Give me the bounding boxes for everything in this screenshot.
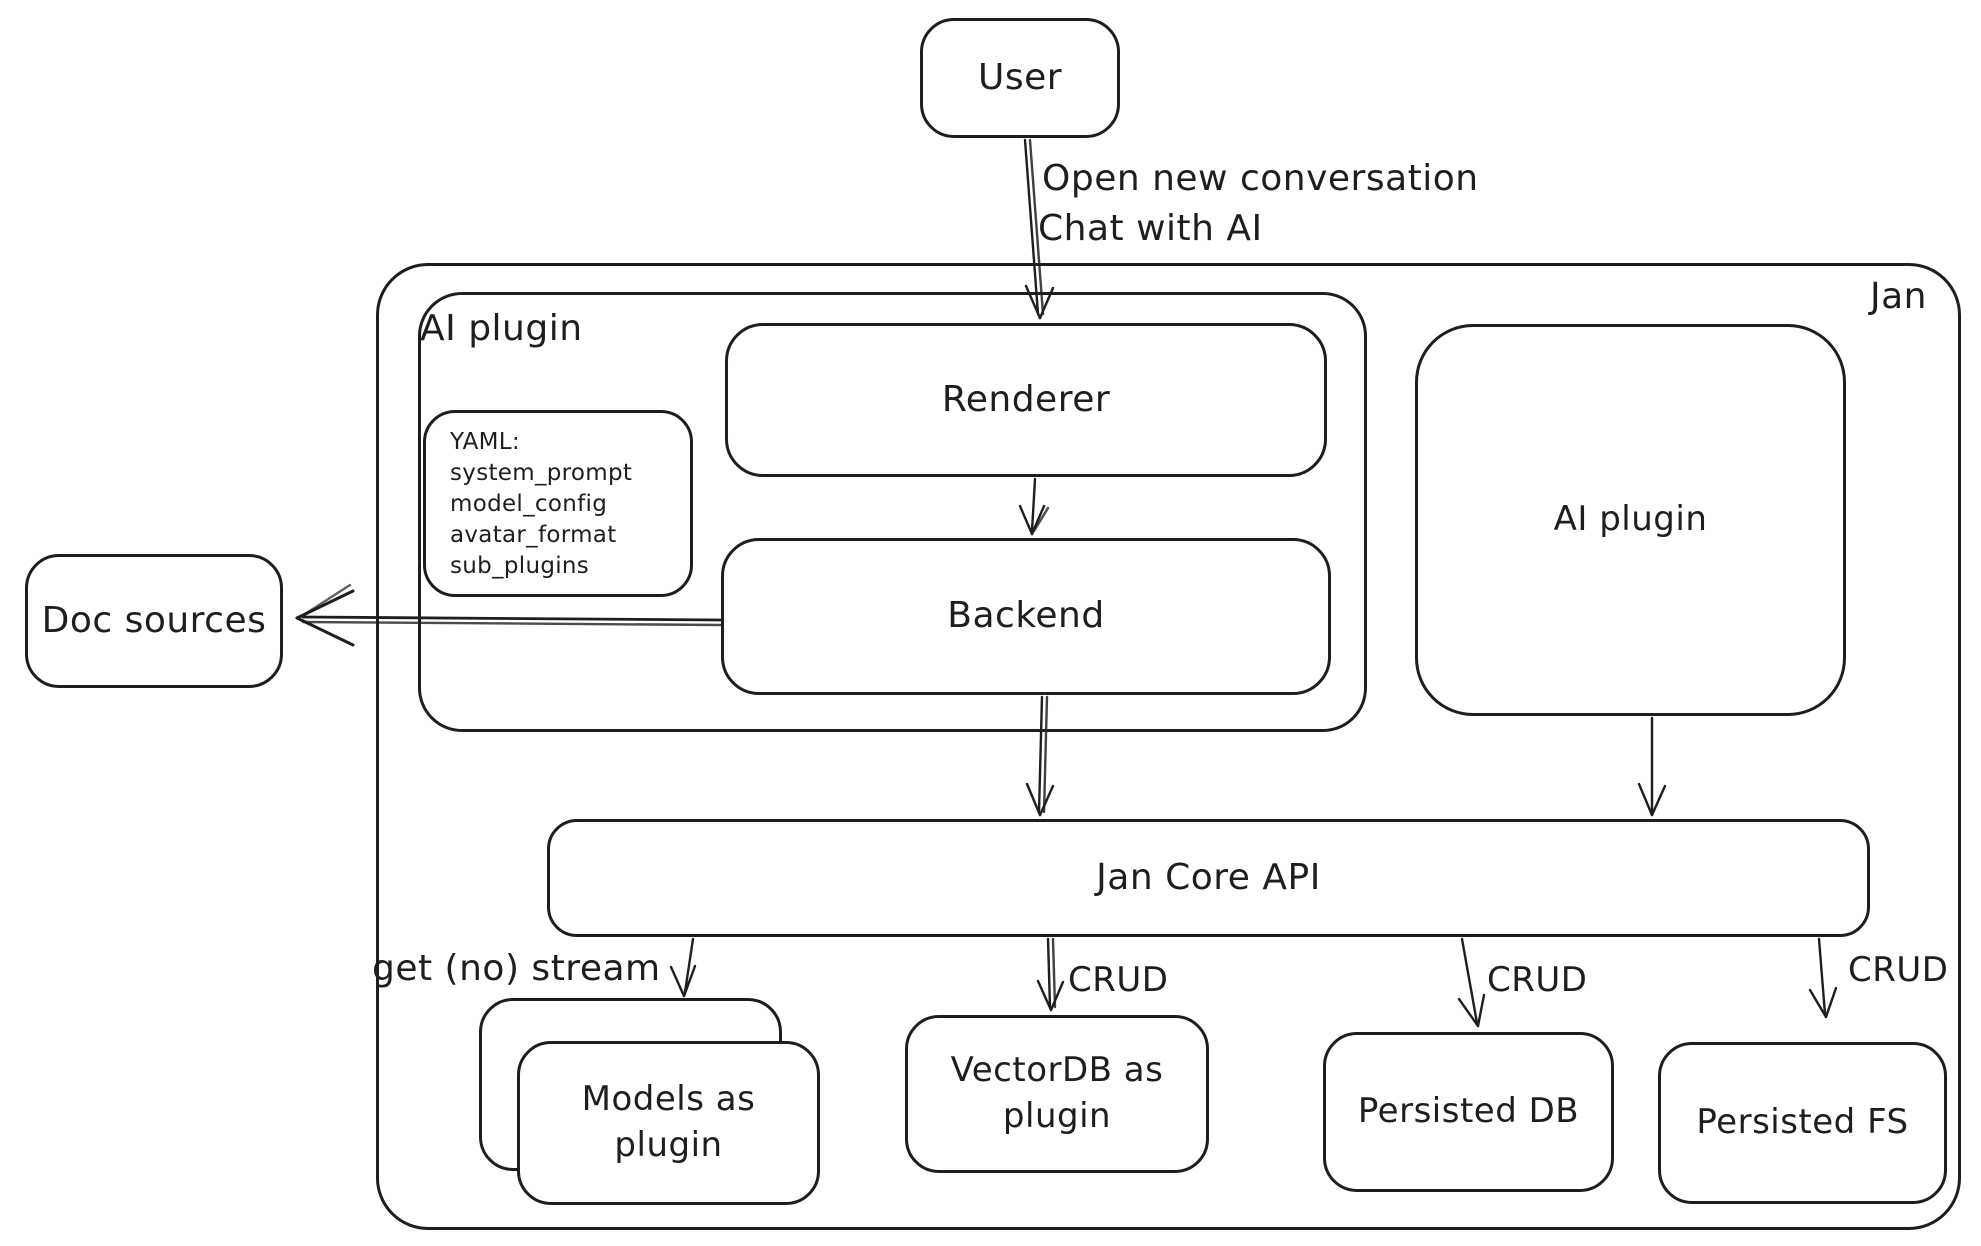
yaml-note: YAML: system_prompt model_config avatar_… xyxy=(423,410,693,597)
persisted-db-node: Persisted DB xyxy=(1323,1032,1614,1192)
persisted-db-node-label: Persisted DB xyxy=(1357,1091,1580,1132)
backend-node-label: Backend xyxy=(947,595,1105,637)
yaml-line: system_prompt xyxy=(450,460,633,486)
models-node: Models as plugin xyxy=(517,1041,820,1205)
ai-plugin-node: AI plugin xyxy=(1415,324,1846,716)
persisted-fs-node: Persisted FS xyxy=(1658,1042,1947,1204)
edge-label-chat-with-ai: Chat with AI xyxy=(1038,208,1263,249)
vectordb-node: VectorDB as plugin xyxy=(905,1015,1209,1173)
doc-sources-node: Doc sources xyxy=(25,554,283,688)
yaml-line: avatar_format xyxy=(450,522,617,548)
vectordb-node-label-line1: VectorDB as xyxy=(950,1050,1164,1091)
yaml-line: sub_plugins xyxy=(450,553,590,579)
backend-node: Backend xyxy=(721,538,1331,695)
edge-label-crud-vectordb: CRUD xyxy=(1068,960,1169,1000)
persisted-fs-node-label: Persisted FS xyxy=(1696,1102,1909,1143)
ai-plugin-group xyxy=(418,292,1367,732)
edge-label-crud-persisted-db: CRUD xyxy=(1487,960,1588,1000)
ai-plugin-node-label: AI plugin xyxy=(1553,499,1708,540)
doc-sources-node-label: Doc sources xyxy=(41,599,267,641)
jan-core-api-node: Jan Core API xyxy=(547,819,1870,937)
yaml-line: model_config xyxy=(450,491,608,517)
jan-container xyxy=(376,263,1961,1230)
yaml-line: YAML: xyxy=(450,429,520,455)
models-node-label-line1: Models as xyxy=(581,1079,756,1120)
edge-label-crud-persisted-fs: CRUD xyxy=(1848,950,1949,990)
models-node-label-line2: plugin xyxy=(614,1125,723,1165)
vectordb-node-label-line2: plugin xyxy=(1002,1096,1112,1136)
edge-label-get-no-stream: get (no) stream xyxy=(372,948,661,989)
renderer-node-label: Renderer xyxy=(941,378,1111,420)
user-node: User xyxy=(920,18,1120,138)
user-node-label: User xyxy=(977,56,1063,98)
jan-core-api-node-label: Jan Core API xyxy=(1096,856,1321,898)
renderer-node: Renderer xyxy=(725,323,1327,477)
edge-label-open-new-conversation: Open new conversation xyxy=(1042,158,1479,199)
